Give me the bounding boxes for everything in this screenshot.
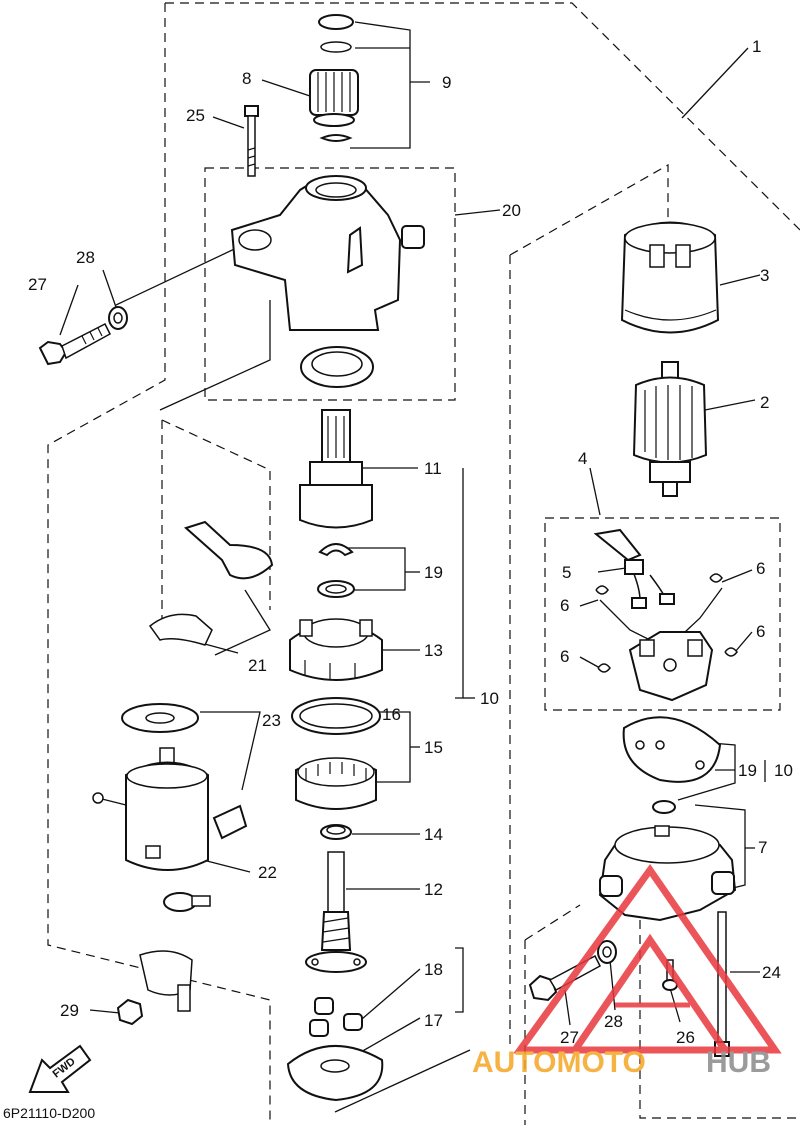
part-22-solenoid [92, 747, 211, 912]
callout-6-b: 6 [560, 596, 569, 615]
callout-22: 22 [258, 863, 277, 882]
part-20-bracket [230, 175, 425, 388]
parts [38, 14, 738, 1102]
callout-6-d: 6 [560, 647, 569, 666]
callout-19-a: 19 [424, 563, 443, 582]
callout-24: 24 [762, 963, 781, 982]
callout-20: 20 [502, 201, 521, 220]
part-14-bushing [320, 824, 352, 840]
part-4-brush-holder [593, 528, 738, 702]
automotohub-logo-icon [513, 863, 782, 1054]
part-27-28-bolt-washer [38, 306, 128, 366]
callout-23: 23 [262, 711, 281, 730]
callout-6-a: 6 [756, 559, 765, 578]
drawing-code: 6P21110-D200 [3, 1105, 95, 1121]
callout-10-a: 10 [480, 689, 499, 708]
callout-7: 7 [758, 838, 767, 857]
part-23-gasket [121, 703, 248, 840]
callout-17: 17 [424, 1011, 443, 1030]
part-25-bolt [244, 105, 259, 177]
callout-19-b: 19 [738, 761, 757, 780]
callout-labels: 1 2 3 4 5 6 6 6 6 7 8 9 10 10 11 12 13 1… [28, 37, 793, 1047]
callout-13: 13 [424, 641, 443, 660]
callout-26: 26 [676, 1028, 695, 1047]
part-11-shaft-housing [299, 409, 373, 529]
callout-21: 21 [248, 656, 267, 675]
fwd-arrow-icon: FWD [28, 1044, 92, 1093]
part-9-stop-ring-set [318, 14, 354, 142]
watermark-text-gray: HUB [706, 1046, 771, 1079]
callout-27-b: 27 [560, 1028, 579, 1047]
callout-2: 2 [760, 393, 769, 412]
callout-27-a: 27 [28, 275, 47, 294]
part-2-armature [632, 361, 708, 497]
callout-9: 9 [442, 73, 451, 92]
callout-25: 25 [186, 106, 205, 125]
callout-5: 5 [562, 563, 571, 582]
part-13-housing [289, 618, 383, 681]
callout-28-a: 28 [76, 248, 95, 267]
callout-1: 1 [752, 37, 761, 56]
part-3-yoke [620, 221, 720, 334]
leader-lines [59, 21, 761, 1113]
callout-28-b: 28 [604, 1012, 623, 1031]
part-19-plate-right [622, 716, 722, 814]
callout-3: 3 [760, 266, 769, 285]
part-27-28-right [528, 940, 617, 1002]
callout-11: 11 [424, 459, 442, 478]
callout-14: 14 [424, 825, 443, 844]
callout-15: 15 [424, 738, 443, 757]
callout-29: 29 [60, 1001, 79, 1020]
callout-8: 8 [242, 69, 251, 88]
callout-12: 12 [424, 880, 443, 899]
watermark-text-orange: AUTOMOTO [472, 1046, 646, 1079]
watermark: AUTOMOTO HUB [472, 863, 782, 1079]
part-15-internal-gear [295, 757, 377, 810]
callout-4: 4 [578, 449, 587, 468]
part-19-clips [317, 543, 355, 598]
part-21-lever [148, 520, 274, 646]
callout-6-c: 6 [756, 622, 765, 641]
callout-16: 16 [382, 705, 401, 724]
part-29-nut [116, 950, 193, 1026]
callout-18: 18 [424, 960, 443, 979]
part-16-gasket [291, 697, 381, 735]
callout-10-b: 10 [774, 761, 793, 780]
part-18-planet-gears [309, 997, 363, 1037]
part-12-pinion-shaft [305, 851, 367, 973]
part-17-plate [286, 1044, 384, 1102]
part-8-pinion [309, 69, 359, 127]
